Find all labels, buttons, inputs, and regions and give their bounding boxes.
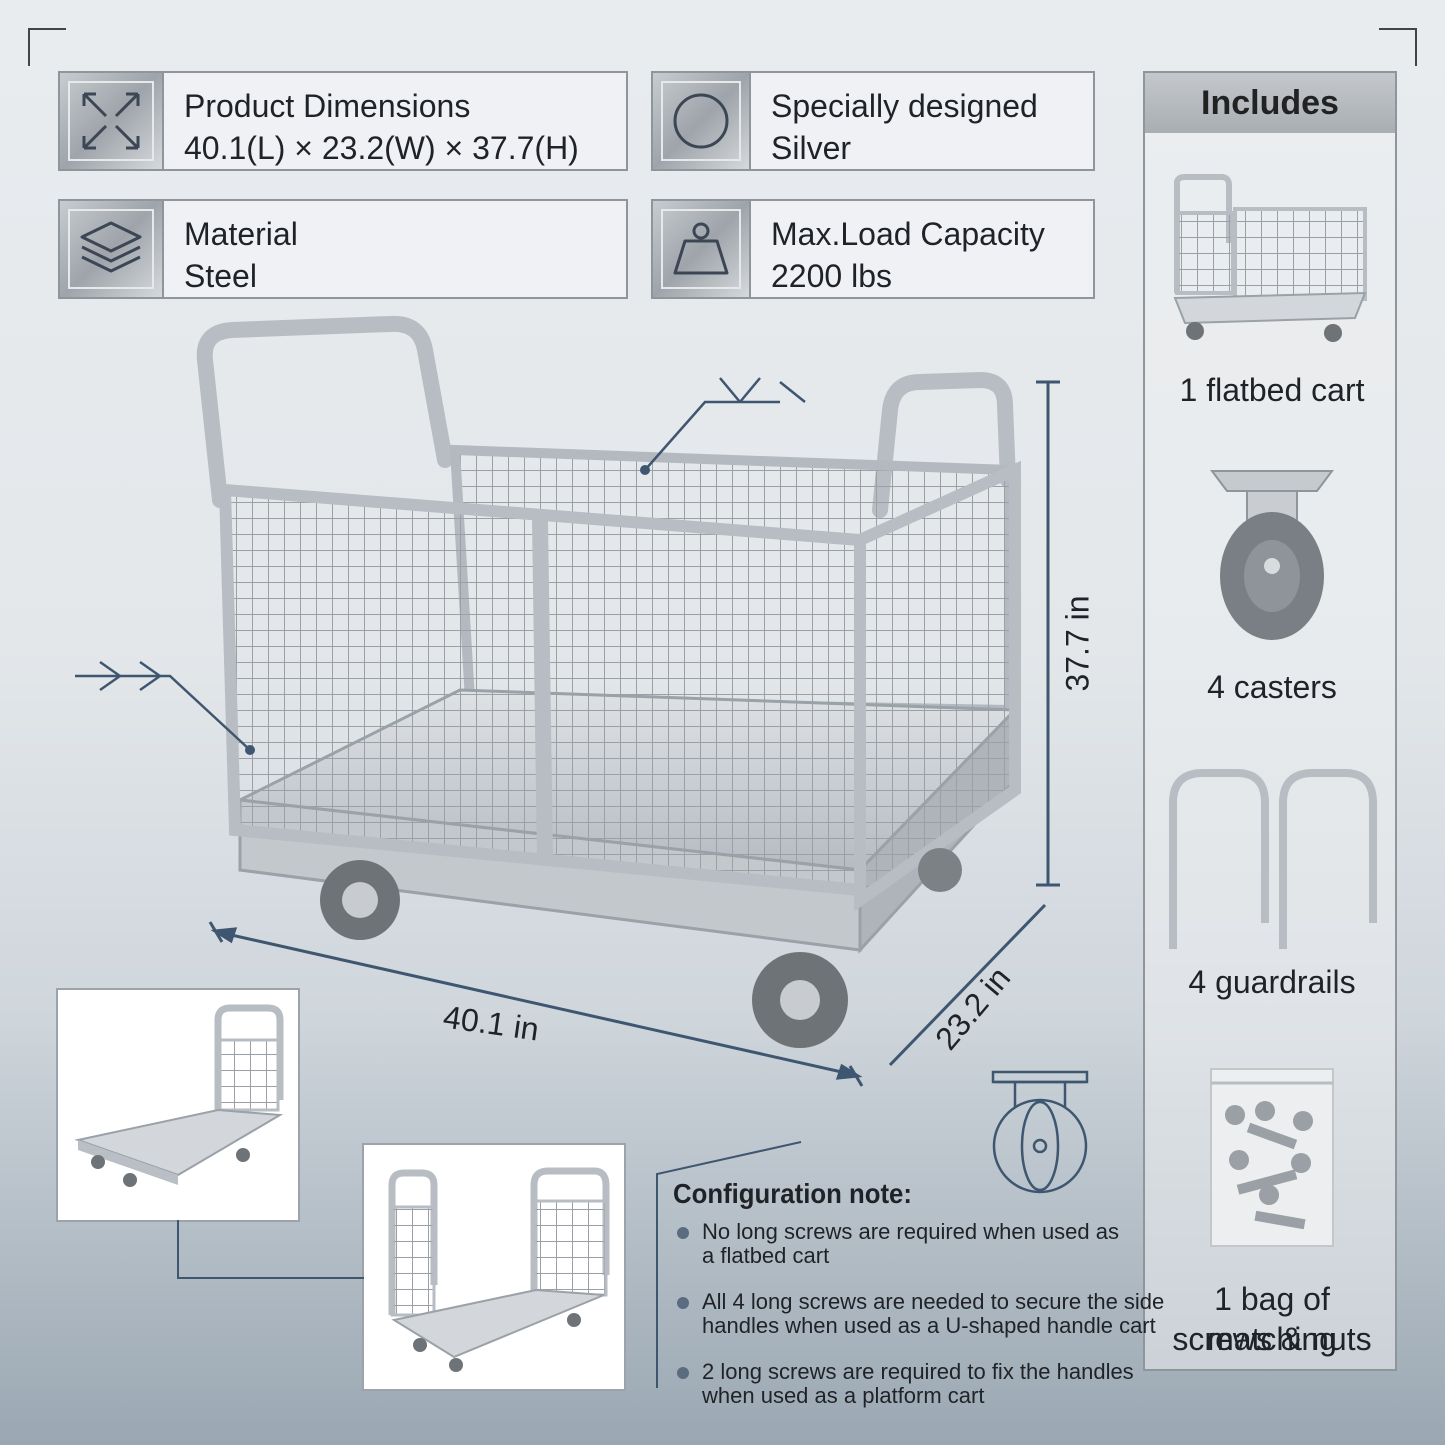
spec-load-value: 2200 lbs — [771, 258, 892, 294]
layers-icon — [60, 201, 164, 297]
caster-wheel-icon — [1210, 470, 1334, 640]
spec-dimensions-value: 40.1(L) × 23.2(W) × 37.7(H) — [184, 130, 579, 166]
screw-bag-icon — [1210, 1068, 1334, 1247]
flatbed-cart-icon — [1173, 174, 1367, 342]
spec-load-title: Max.Load Capacity — [771, 216, 1045, 252]
expand-arrows-icon — [60, 73, 164, 169]
circle-icon — [653, 73, 751, 169]
photo-u-shaped-configuration — [362, 1143, 626, 1391]
includes-heading: Includes — [1145, 73, 1395, 133]
weight-icon — [653, 201, 751, 297]
config-item-platform: 2 long screws are required to fix the ha… — [660, 1360, 1150, 1408]
config-item-u-shaped: All 4 long screws are needed to secure t… — [660, 1290, 1164, 1338]
frame-corner-top-right — [1379, 28, 1417, 66]
spec-dimensions-title: Product Dimensions — [184, 88, 471, 124]
dimension-height-label: 37.7 in — [1059, 595, 1096, 692]
spec-dimensions: Product Dimensions 40.1(L) × 23.2(W) × 3… — [58, 71, 628, 171]
config-item-flatbed: No long screws are required when used as… — [660, 1220, 1150, 1268]
includes-panel: Includes 1 flatbed cart 4 casters 4 guar… — [1143, 71, 1397, 1371]
photo-connector-line — [177, 1220, 364, 1279]
caster-line-drawing-icon — [991, 1070, 1089, 1194]
includes-item-screw-bag-line2: screws & nuts — [1172, 1321, 1372, 1357]
spec-material-value: Steel — [184, 258, 257, 294]
photo-flatbed-configuration — [56, 988, 300, 1222]
frame-corner-top-left — [28, 28, 66, 66]
spec-material: Material Steel — [58, 199, 628, 299]
cart-illustration — [75, 315, 1060, 1087]
spec-load: Max.Load Capacity 2200 lbs — [651, 199, 1095, 299]
configuration-note: Configuration note: No long screws are r… — [660, 1170, 1164, 1420]
spec-material-title: Material — [184, 216, 298, 252]
includes-item-flatbed-cart: 1 flatbed cart — [1179, 372, 1365, 408]
guardrail-icon — [1169, 769, 1377, 949]
includes-item-screw-bag-line1: 1 bag of matching — [1207, 1281, 1337, 1357]
includes-item-guardrails: 4 guardrails — [1188, 964, 1356, 1000]
spec-color: Specially designed Silver — [651, 71, 1095, 171]
config-bracket — [656, 1141, 802, 1388]
spec-color-value: Silver — [771, 130, 852, 166]
spec-color-title: Specially designed — [771, 88, 1038, 124]
configuration-note-title: Configuration note: — [673, 1178, 912, 1209]
includes-item-casters: 4 casters — [1207, 669, 1337, 705]
